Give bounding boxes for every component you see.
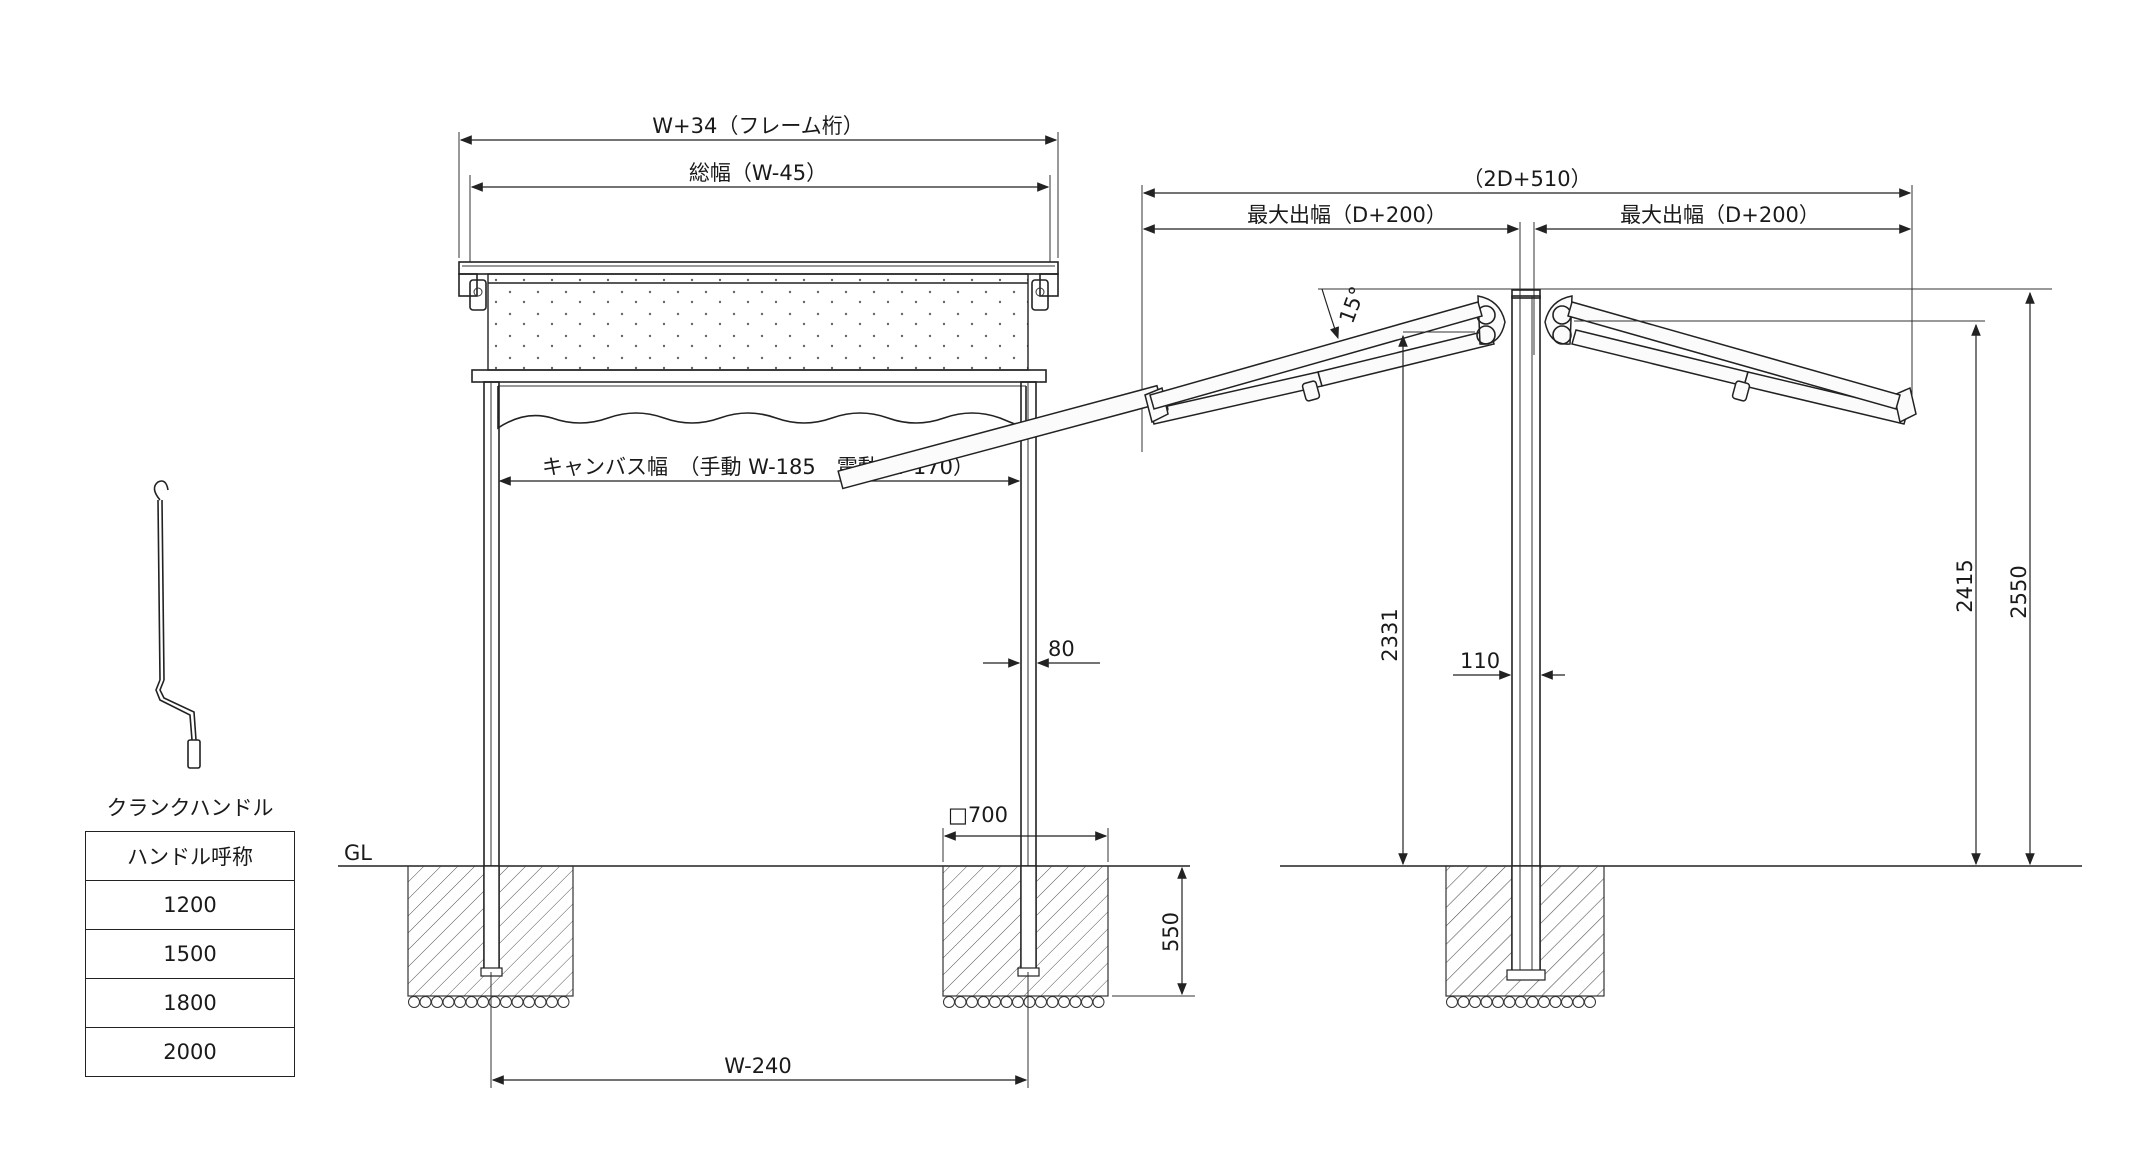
gravel-side (1446, 996, 1596, 1008)
front-view: W+34（フレーム桁） 総幅（W-45） (338, 114, 1195, 1088)
dim-height-2415: 2415 (1953, 559, 1977, 612)
dim-overall: （2D+510） (1462, 167, 1591, 191)
table-row: 1200 (85, 880, 295, 930)
dim-height-2331: 2331 (1378, 608, 1402, 661)
gravel-stone (534, 996, 547, 1008)
gravel-left (408, 996, 570, 1008)
right-arm (1544, 295, 1917, 425)
dim-angle: 15° (1335, 283, 1370, 326)
dim-left-projection: 最大出幅（D+200） (1247, 203, 1447, 227)
dim-total-width: 総幅（W-45） (689, 161, 827, 185)
valance (497, 386, 1027, 430)
gravel-stone (943, 996, 955, 1008)
dim-footing: □700 (948, 803, 1008, 827)
dim-post-spacing: W-240 (724, 1054, 792, 1078)
gravel-stone (1012, 996, 1024, 1008)
gravel-stone (1469, 996, 1481, 1008)
dim-frame-width: W+34（フレーム桁） (652, 114, 863, 138)
handle-size-table: ハンドル呼称 1200 1500 1800 2000 (85, 831, 295, 1077)
dim-post-width: 110 (1460, 649, 1500, 673)
gravel-stone (431, 996, 443, 1008)
gravel-stone (477, 996, 489, 1008)
gravel-stone (1035, 996, 1047, 1008)
gravel-stone (1081, 996, 1093, 1008)
crank-handle-illustration (153, 480, 201, 769)
gravel-stone (1446, 996, 1458, 1008)
gravel-stone (442, 996, 455, 1008)
gravel-stone (1492, 996, 1504, 1008)
gravel-stone (500, 996, 512, 1008)
front-bar (471, 369, 1047, 383)
gravel-stone (1584, 996, 1596, 1008)
gravel-stone (1526, 996, 1539, 1008)
gravel-stone (523, 996, 535, 1008)
dim-right-projection: 最大出幅（D+200） (1620, 203, 1820, 227)
gravel-stone (408, 996, 420, 1008)
gravel-stone (1480, 996, 1493, 1008)
gravel-stone (977, 996, 990, 1008)
table-header: ハンドル呼称 (85, 831, 295, 881)
canvas-box (487, 273, 1029, 371)
crank-handle-label: クランクハンドル (106, 796, 274, 820)
gravel-stone (989, 996, 1001, 1008)
table-row: 1800 (85, 978, 295, 1028)
gravel-stone (954, 996, 967, 1008)
gravel-stone (1000, 996, 1013, 1008)
gravel-stone (557, 996, 570, 1008)
gravel-stone (1515, 996, 1527, 1008)
gravel-stone (546, 996, 558, 1008)
gravel-stone (1069, 996, 1082, 1008)
gravel-right (943, 996, 1105, 1008)
side-view: （2D+510） 最大出幅（D+200） 最大出幅（D+200） 15° (837, 167, 2082, 1008)
gravel-stone (1572, 996, 1585, 1008)
gravel-stone (1092, 996, 1105, 1008)
gravel-stone (1046, 996, 1059, 1008)
gravel-stone (454, 996, 466, 1008)
gravel-stone (465, 996, 478, 1008)
dim-post: 80 (1048, 637, 1075, 661)
gravel-stone (1023, 996, 1036, 1008)
dim-height-2550: 2550 (2007, 565, 2031, 618)
gravel-stone (419, 996, 432, 1008)
gravel-stone (511, 996, 524, 1008)
gravel-stone (1549, 996, 1562, 1008)
gravel-stone (1503, 996, 1516, 1008)
gravel-stone (1058, 996, 1070, 1008)
gravel-stone (1561, 996, 1573, 1008)
table-row: 2000 (85, 1027, 295, 1077)
table-row: 1500 (85, 929, 295, 979)
dim-depth: 550 (1159, 912, 1183, 952)
ground-label: GL (344, 841, 372, 865)
frame-beam (458, 261, 1059, 275)
gravel-stone (966, 996, 978, 1008)
gravel-stone (1538, 996, 1550, 1008)
gravel-stone (1457, 996, 1470, 1008)
